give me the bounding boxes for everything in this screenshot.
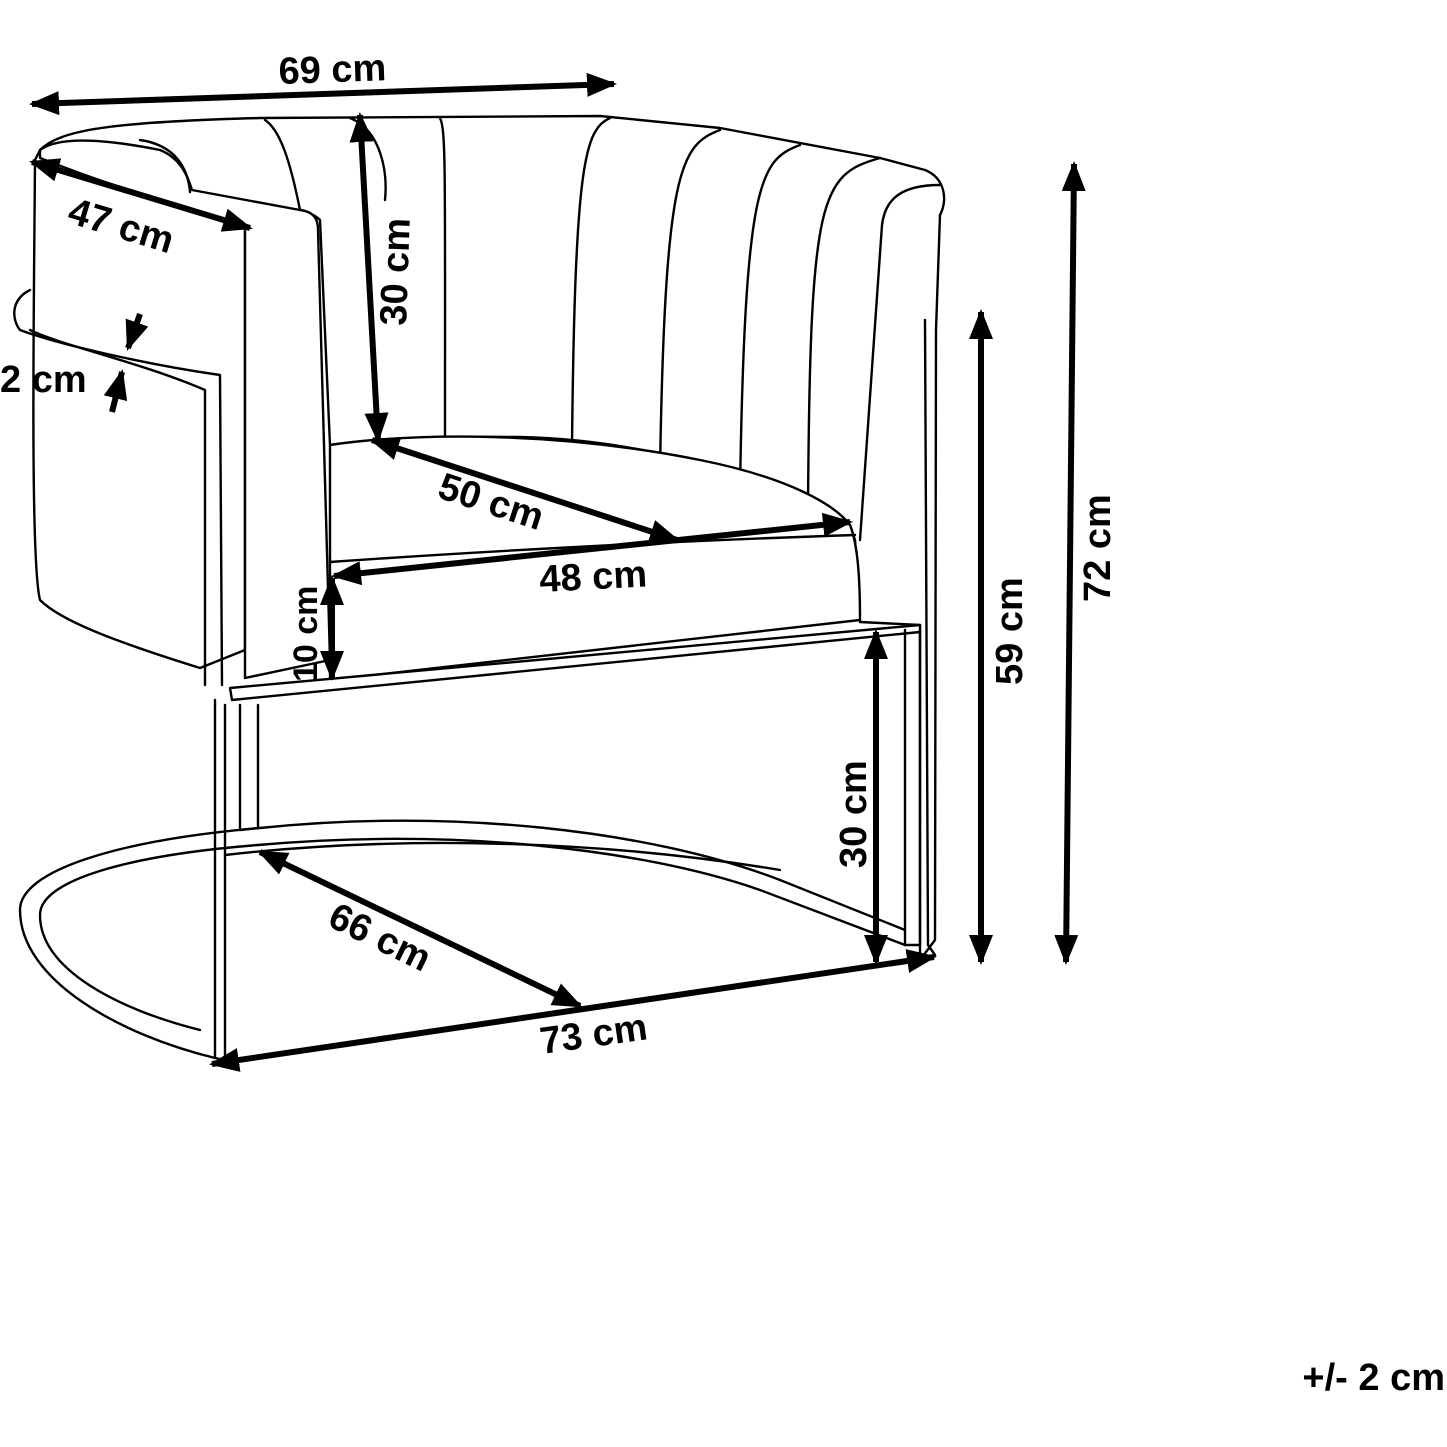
channel-6 — [738, 143, 802, 492]
label-overall-width: 69 cm — [278, 47, 387, 93]
frame-side-loop-outer — [13, 288, 224, 687]
channel-3 — [438, 116, 447, 439]
base-loop-rail — [223, 841, 782, 872]
channel-5 — [658, 128, 722, 472]
dim-frame-thickness-top — [125, 313, 149, 351]
label-leg-height: 30 cm — [833, 760, 875, 868]
dim-backrest-height — [349, 112, 389, 443]
channel-1 — [263, 118, 302, 212]
frame-front-upright-inner — [238, 703, 260, 832]
dim-frame-thickness-bottom — [103, 369, 128, 413]
label-frame-thickness: 2 cm — [0, 359, 87, 401]
channel-8 — [858, 183, 942, 542]
dim-overall-width — [29, 72, 617, 116]
label-seat-width: 48 cm — [538, 553, 648, 601]
channel-7 — [806, 156, 882, 512]
dim-base-depth — [257, 849, 583, 1009]
tolerance-note: +/- 2 cm — [1302, 1357, 1445, 1399]
dim-armrest-depth — [29, 158, 253, 232]
dim-total-height — [1054, 161, 1086, 965]
dim-base-width — [209, 949, 937, 1072]
frame-rear-upright — [903, 628, 922, 947]
frame-front-upright-left — [213, 698, 227, 1062]
label-total-height: 72 cm — [1077, 494, 1119, 602]
base-loop-outer — [18, 819, 907, 1060]
label-backrest-height: 30 cm — [373, 217, 419, 326]
dim-seat-width — [331, 512, 853, 586]
label-seat-thickness: 10 cm — [287, 586, 325, 682]
base-loop-inner — [38, 837, 907, 1032]
dimension-lines — [29, 72, 1086, 1072]
label-seat-height: 59 cm — [989, 577, 1031, 685]
channel-4 — [570, 116, 612, 447]
frame-side-loop-inner — [28, 328, 207, 687]
